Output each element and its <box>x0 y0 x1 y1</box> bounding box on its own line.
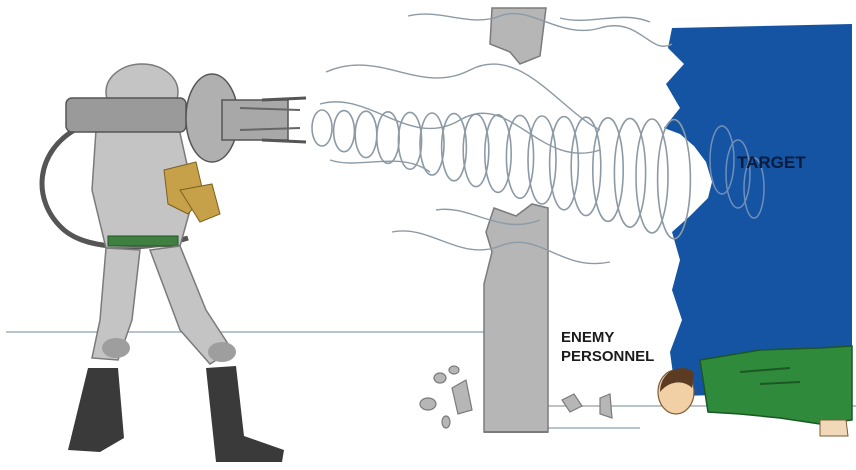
wall-bottom <box>484 204 548 432</box>
enemy-label-line2: PERSONNEL <box>561 347 654 366</box>
enemy-personnel-label: ENEMY PERSONNEL <box>561 328 654 366</box>
target-label: TARGET <box>737 153 806 173</box>
enemy-label-line1: ENEMY <box>561 328 654 347</box>
